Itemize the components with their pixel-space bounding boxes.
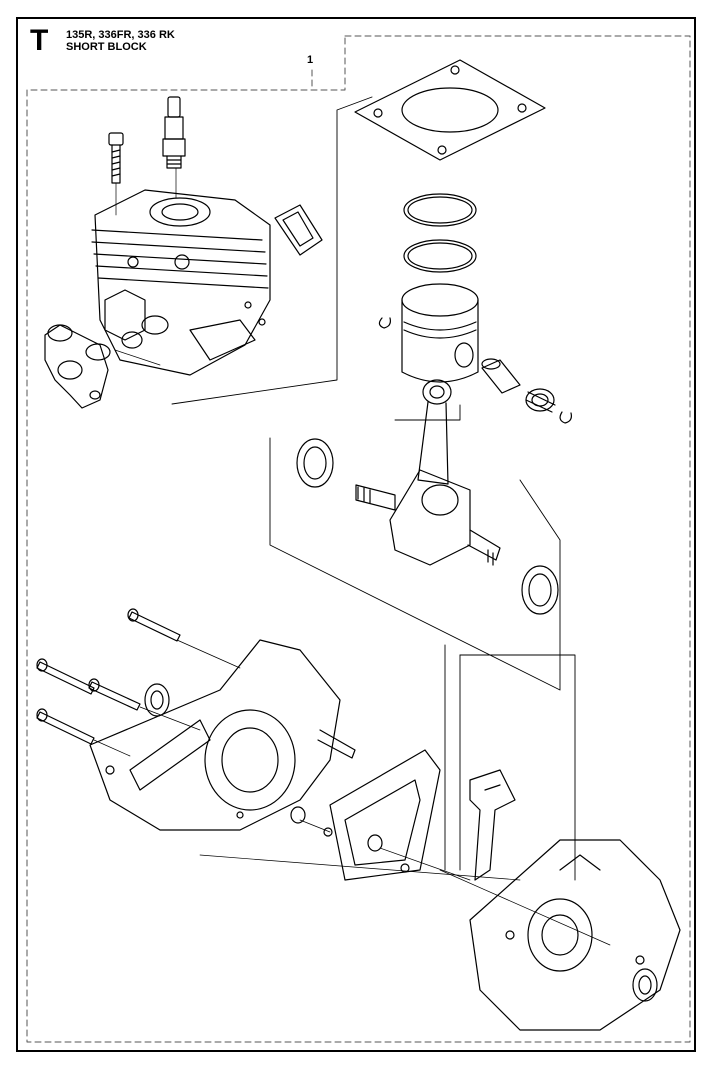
cylinder-screw <box>108 132 124 184</box>
exhaust-gasket <box>274 204 323 256</box>
crankshaft-bearing-left <box>296 438 334 488</box>
section-letter: T <box>30 24 49 57</box>
cylinder <box>91 189 271 376</box>
crankshaft <box>355 379 501 566</box>
crankcase-gasket <box>323 749 441 881</box>
assembly-axis-lines <box>93 167 611 946</box>
piston-rings <box>403 193 477 273</box>
crankcase-screws <box>36 608 181 745</box>
piston-pin <box>481 358 521 394</box>
model-list: 135R, 336FR, 336 RK <box>66 29 175 41</box>
oil-seal-right <box>632 968 658 1002</box>
piston-pin-circlip <box>378 317 572 424</box>
title-block: 135R, 336FR, 336 RK SHORT BLOCK <box>66 29 175 53</box>
crankcase-left-half <box>89 639 356 831</box>
assembly-title: SHORT BLOCK <box>66 41 147 53</box>
cylinder-gasket <box>354 59 546 161</box>
crankshaft-bearing-right <box>521 565 559 615</box>
guide-sleeves <box>290 806 383 852</box>
assembly-boundary-dashed <box>26 35 691 1043</box>
spark-plug <box>162 96 186 169</box>
oil-pump-guide <box>469 769 516 881</box>
piston <box>401 283 479 383</box>
oil-seal-left <box>144 683 170 717</box>
page-frame <box>16 17 696 1052</box>
leader-lines <box>171 96 576 881</box>
callout-number: 1 <box>307 54 314 66</box>
crankcase-right-half <box>469 839 681 1031</box>
needle-bearing <box>525 388 556 413</box>
intake-flange <box>44 324 111 409</box>
